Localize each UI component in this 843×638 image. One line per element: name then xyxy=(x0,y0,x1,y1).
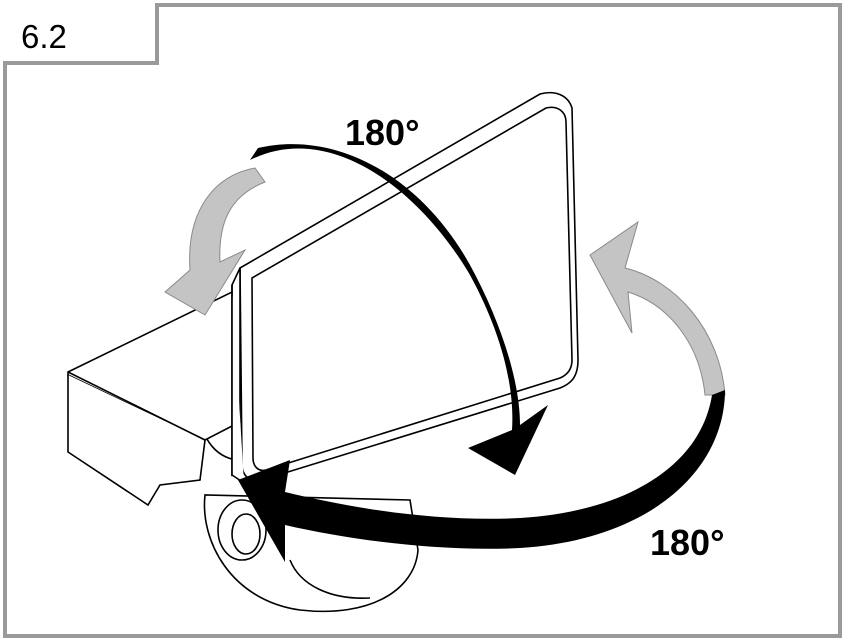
vertical-rotation-return-arrow xyxy=(164,167,266,316)
bottom-rotation-label: 180° xyxy=(650,522,724,563)
top-rotation-label: 180° xyxy=(345,112,419,153)
figure-label: 6.2 xyxy=(21,18,67,55)
screen-panel xyxy=(231,91,579,484)
horizontal-rotation-return-arrow xyxy=(589,220,726,396)
horizontal-rotation-arrow xyxy=(238,390,725,562)
figure-label-box: 6.2 xyxy=(3,3,159,65)
vertical-rotation-arrow xyxy=(250,144,548,476)
